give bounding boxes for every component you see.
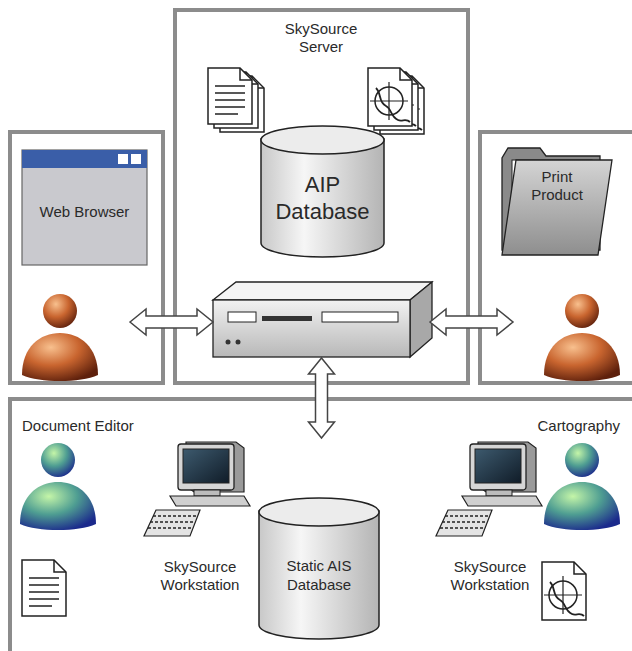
workstation-icon — [436, 442, 542, 536]
double-arrow — [309, 358, 335, 438]
document-icon — [22, 560, 66, 616]
map-icon — [542, 562, 586, 620]
role-label: Document Editor — [22, 417, 182, 435]
folder-icon — [502, 148, 612, 255]
print-panel: Print Product — [478, 130, 632, 385]
workstation-label: SkySource Workstation — [150, 558, 250, 595]
map-stack — [368, 68, 424, 134]
user-icon — [544, 294, 620, 381]
user-icon — [20, 443, 96, 530]
panel-title: SkySource Server — [262, 20, 380, 57]
role-label: Cartography — [500, 417, 620, 435]
database-label: AIP Database — [262, 172, 383, 226]
window-label: Web Browser — [22, 203, 147, 221]
client-panel: Web Browser — [8, 130, 165, 385]
database-cylinder: Static AIS Database — [258, 497, 380, 640]
double-arrow — [430, 309, 513, 335]
folder-label: Print Product — [520, 168, 594, 205]
document-stack — [208, 68, 264, 132]
browser-window — [22, 150, 147, 265]
database-cylinder: AIP Database — [260, 125, 385, 258]
double-arrow — [130, 309, 213, 335]
server-panel: SkySource ServerAIP Database — [173, 8, 470, 385]
database-label: Static AIS Database — [262, 557, 376, 594]
server-unit — [213, 282, 432, 357]
user-icon — [22, 294, 98, 381]
workstation-label: SkySource Workstation — [440, 558, 540, 595]
workstation-icon — [144, 442, 250, 536]
user-icon — [544, 443, 620, 530]
